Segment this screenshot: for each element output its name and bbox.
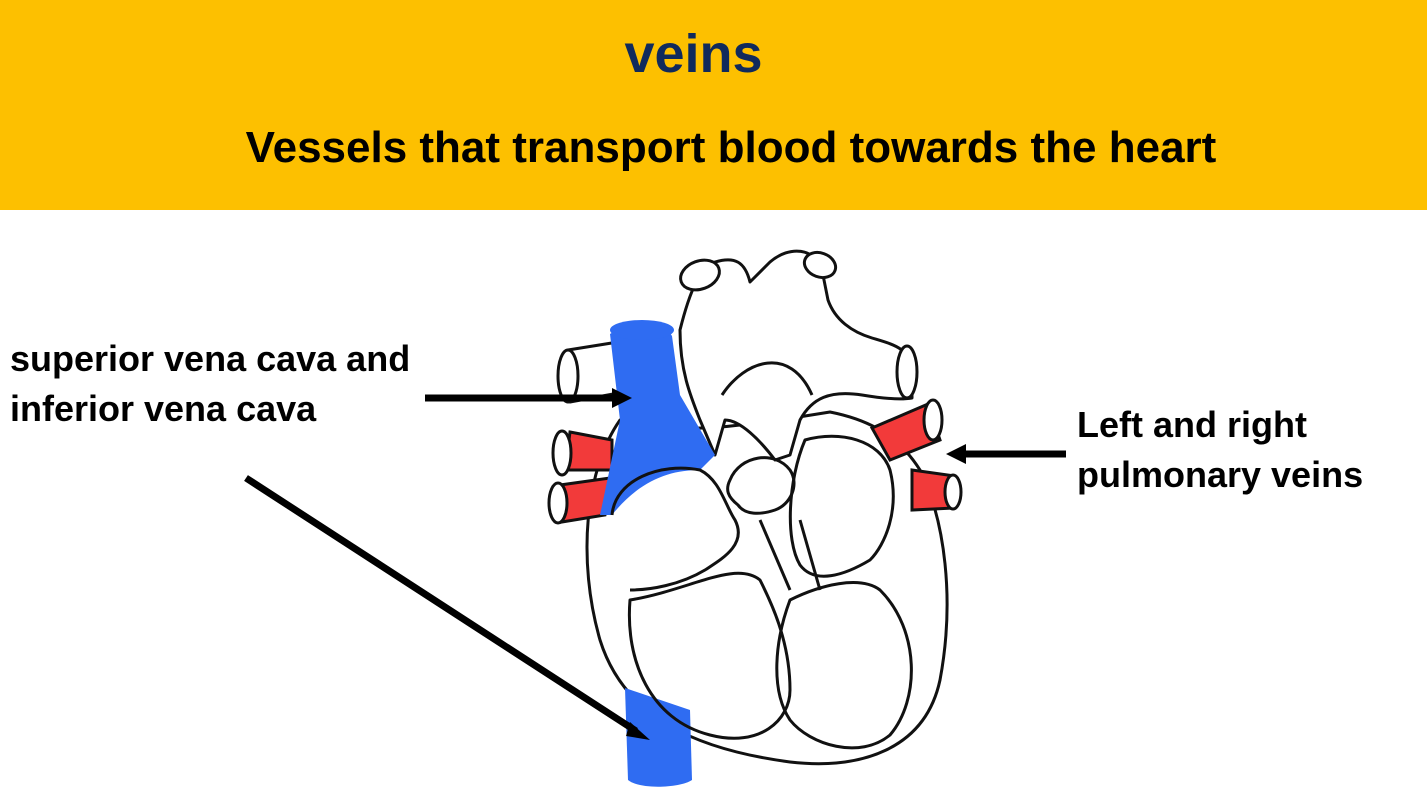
slide-subtitle: Vessels that transport blood towards the…: [245, 123, 1217, 172]
valve-line: [798, 519, 822, 591]
aortic-top-opening: [679, 258, 721, 292]
pulmonary-veins-label: Left and right pulmonary veins: [1077, 400, 1363, 500]
left-pulmonary-opening-upper: [551, 429, 573, 477]
arrow-svc-head: [612, 388, 632, 408]
vena-cava-label: superior vena cava and inferior vena cav…: [10, 334, 410, 434]
right-atrium-inner: [720, 361, 814, 396]
left-ventricle: [775, 581, 913, 750]
aortic-valve: [726, 456, 796, 515]
vena-cava-label-line2: inferior vena cava: [10, 388, 317, 429]
right-pulmonary-opening-lower: [943, 473, 963, 511]
header-banner: [0, 0, 1427, 210]
right-arch-opening: [895, 344, 919, 400]
inferior-vena-cava: [625, 688, 692, 787]
svc-opening: [610, 320, 674, 340]
vena-cava-label-line1: superior vena cava and: [10, 338, 411, 379]
left-chambers: [788, 434, 895, 578]
arrow-ivc-shaft: [244, 475, 638, 734]
pulmonary-veins-label-line2: pulmonary veins: [1077, 454, 1364, 495]
left-pulmonary-opening-lower: [547, 481, 569, 525]
pulmonary-veins-label-line1: Left and right: [1077, 404, 1307, 445]
septum-line: [758, 519, 792, 591]
pulmonary-trunk-opening: [802, 250, 838, 280]
arrow-pulmonary-head: [946, 444, 966, 464]
right-pulmonary-opening-upper: [922, 398, 944, 442]
heart-outline: [585, 410, 949, 766]
arrow-ivc-head: [626, 722, 650, 740]
left-upper-vessel-opening: [556, 348, 580, 404]
right-ventricle: [627, 571, 792, 740]
slide-title: veins: [624, 24, 763, 84]
right-atrium-wall: [610, 466, 740, 592]
